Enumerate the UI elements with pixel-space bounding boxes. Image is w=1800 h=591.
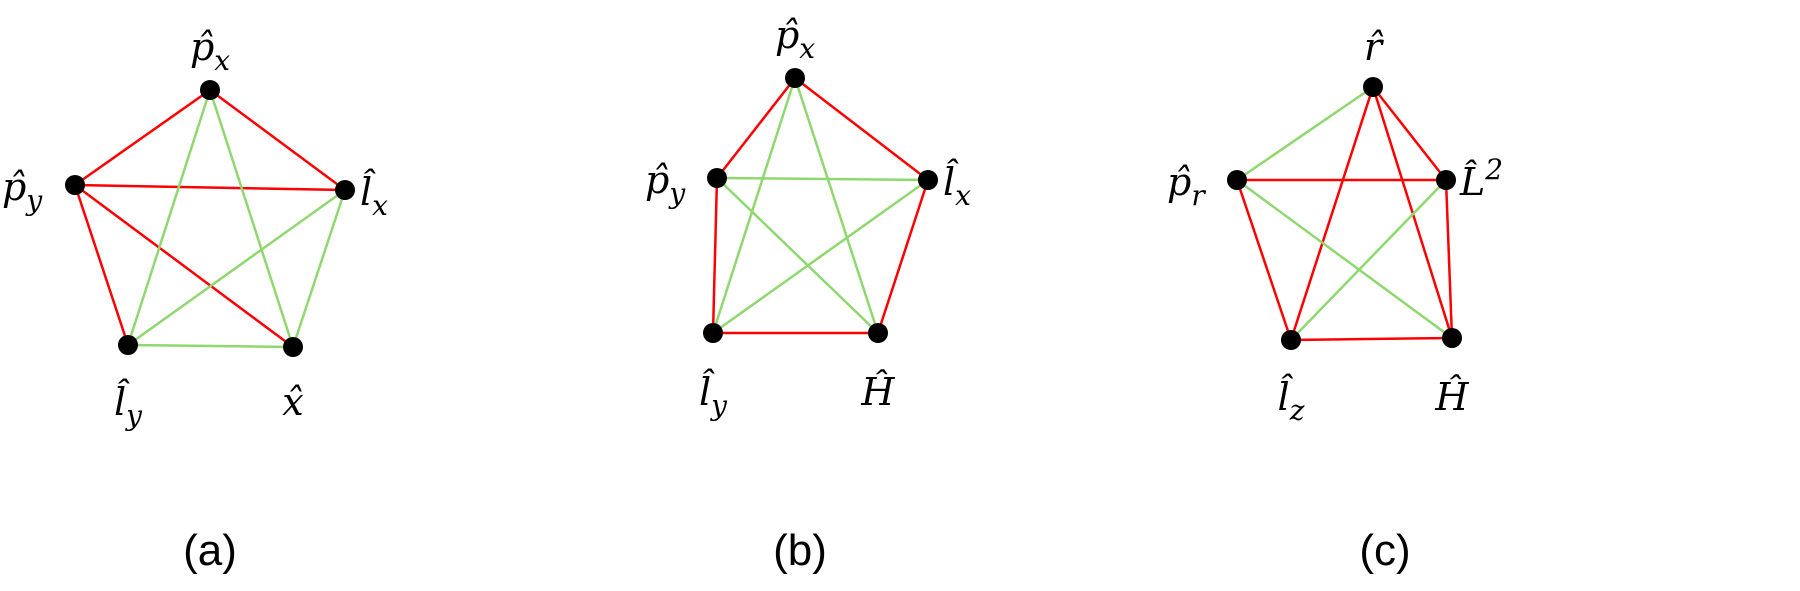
node-label-H: Ĥ [1434, 375, 1469, 419]
edge-r-pr [1236, 85, 1374, 182]
node-py [707, 168, 727, 188]
node-lz [1281, 330, 1301, 350]
node-label-py: p̂y [2, 165, 43, 217]
node-label-ly: l̂y [699, 369, 728, 422]
node-x [283, 337, 303, 357]
edge-r-H [1371, 86, 1454, 339]
edge-lx-ly [127, 188, 346, 347]
edge-lz-H [1290, 336, 1453, 342]
node-label-px: p̂x [190, 25, 230, 77]
node-label-L2: L̂2 [1459, 153, 1503, 204]
edge-py-H [716, 177, 879, 334]
node-px [200, 80, 220, 100]
node-label-x: x̂ [282, 380, 303, 424]
node-lx [918, 170, 938, 190]
node-pr [1227, 170, 1247, 190]
edge-lx-H [876, 179, 930, 334]
node-label-lx: l̂x [360, 169, 388, 222]
edge-px-ly [711, 77, 797, 334]
node-label-px: p̂x [775, 13, 815, 65]
node-label-r: r̂ [1364, 25, 1385, 69]
edge-ly-x [127, 343, 294, 349]
node-label-lx: l̂x [943, 159, 971, 212]
node-label-ly: l̂y [114, 379, 143, 432]
edge-px-lx [794, 77, 929, 181]
node-label-pr: p̂r [1167, 160, 1206, 212]
node-px [785, 68, 805, 88]
edge-px-py [716, 77, 796, 179]
edge-r-L2 [1372, 86, 1447, 181]
node-label-H: Ĥ [860, 370, 895, 414]
edge-r-lz [1289, 86, 1375, 341]
node-lx [335, 180, 355, 200]
panel-2: r̂ p̂r L̂2 l̂z Ĥ (c) [1167, 25, 1503, 575]
edge-py-lx [716, 176, 929, 182]
node-label-lz: l̂z [1278, 374, 1305, 427]
node-ly [118, 335, 138, 355]
edge-L2-lz [1290, 179, 1447, 341]
panel-caption: (c) [1359, 526, 1410, 575]
node-ly [703, 323, 723, 343]
edge-pr-lz [1235, 179, 1293, 341]
panel-1: p̂x p̂y l̂x l̂y Ĥ (b) [645, 13, 971, 575]
panel-caption: (a) [183, 526, 237, 575]
edge-py-x [74, 183, 294, 349]
edge-L2-H [1444, 179, 1454, 339]
edge-px-lx [209, 88, 346, 192]
node-L2 [1436, 170, 1456, 190]
edge-px-ly [126, 89, 212, 346]
edge-pr-H [1236, 178, 1453, 340]
edge-px-py [74, 88, 211, 187]
edge-py-lx [74, 183, 346, 192]
edge-lx-ly [712, 178, 929, 335]
node-H [868, 323, 888, 343]
node-py [65, 175, 85, 195]
node-label-py: p̂y [645, 158, 686, 210]
edge-py-ly [73, 184, 130, 346]
panel-0: p̂x p̂y l̂x l̂y x̂ (a) [2, 25, 388, 575]
edge-px-H [793, 77, 880, 334]
node-H [1442, 328, 1462, 348]
panel-caption: (b) [773, 526, 827, 575]
node-r [1363, 77, 1383, 97]
edge-py-ly [711, 177, 719, 334]
edge-px-x [208, 89, 295, 348]
edge-lx-x [291, 189, 347, 348]
